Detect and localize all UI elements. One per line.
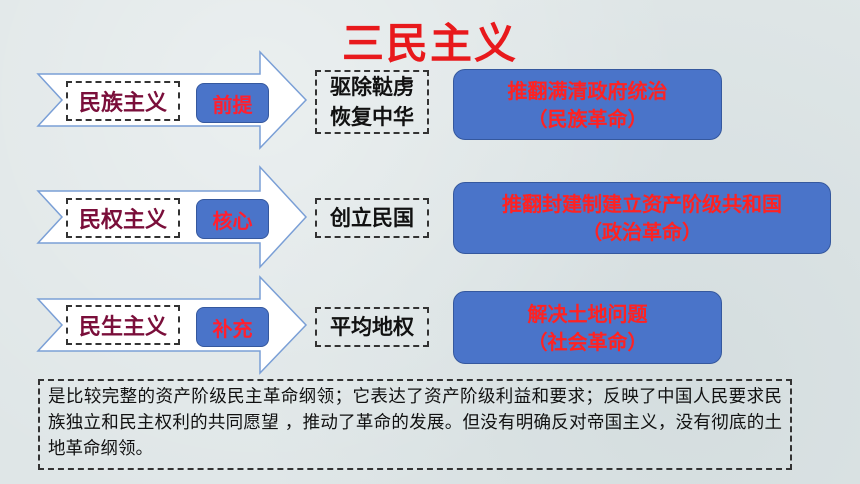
slogan-line: 驱除鞑虏 <box>330 75 414 99</box>
slogan-box-3: 平均地权 <box>315 307 429 347</box>
result-box-2: 推翻封建制建立资产阶级共和国 （政治革命） <box>453 182 831 254</box>
result-box-1: 推翻满清政府统治 （民族革命） <box>453 69 722 140</box>
result-box-3: 解决土地问题 （社会革命） <box>453 291 722 364</box>
slogan-box-1: 驱除鞑虏 恢复中华 <box>315 70 429 134</box>
principle-box-minzu: 民族主义 <box>66 81 180 121</box>
principle-label: 民族主义 <box>78 91 167 116</box>
result-line: 推翻封建制建立资产阶级共和国 <box>502 192 782 216</box>
tag-qianti: 前提 <box>196 83 269 123</box>
result-line: （社会革命） <box>527 329 648 354</box>
result-line: 解决土地问题 <box>527 301 648 326</box>
principle-label: 民生主义 <box>78 315 167 340</box>
result-line: （政治革命） <box>582 220 702 244</box>
slogan-line: 创立民国 <box>330 206 414 230</box>
principle-label: 民权主义 <box>78 208 167 233</box>
principle-box-minsheng: 民生主义 <box>66 305 180 345</box>
summary-text: 是比较完整的资产阶级民主革命纲领；它表达了资产阶级利益和要求；反映了中国人民要求… <box>38 379 792 470</box>
arrow-row-1 <box>36 50 308 150</box>
diagram-title: 三民主义 <box>341 19 518 68</box>
arrow-row-2 <box>36 165 308 269</box>
arrow-row-3 <box>36 275 308 375</box>
slogan-box-2: 创立民国 <box>315 198 429 238</box>
slogan-line: 平均地权 <box>330 315 414 339</box>
slogan-line: 恢复中华 <box>330 105 414 129</box>
principle-box-minquan: 民权主义 <box>66 198 180 238</box>
tag-hexin: 核心 <box>196 199 269 239</box>
result-line: （民族革命） <box>527 106 648 131</box>
result-line: 推翻满清政府统治 <box>507 78 668 103</box>
tag-buchong: 补充 <box>196 307 269 347</box>
